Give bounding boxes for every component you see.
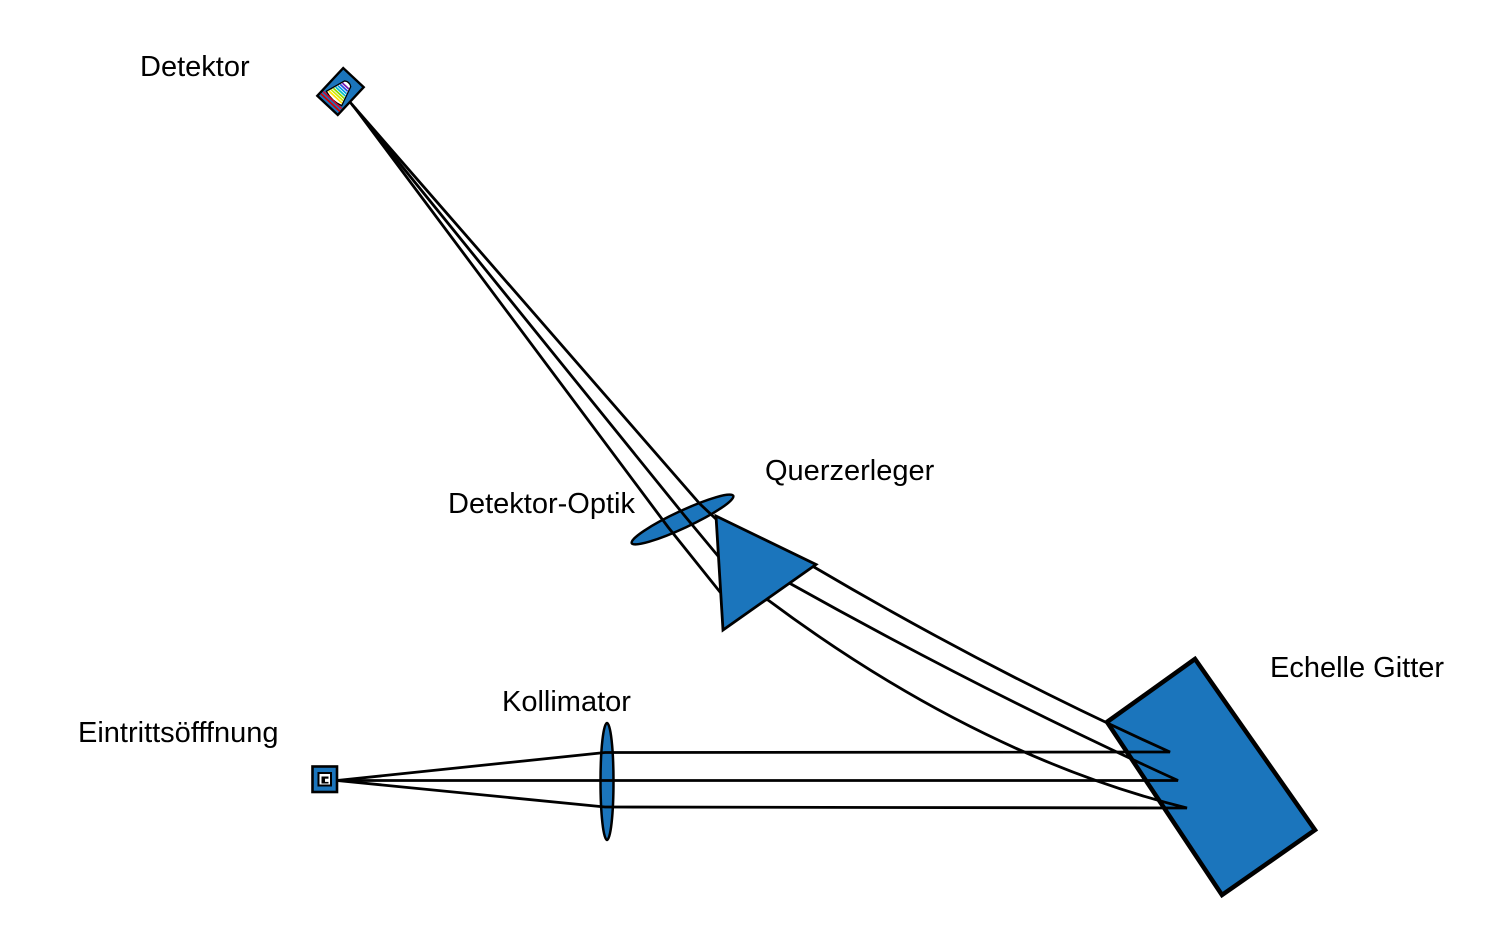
light-rays (336, 100, 1188, 810)
detector-optics-lens-shape (630, 493, 735, 546)
detector-shape (315, 66, 366, 117)
echelle-grating-shape (1103, 655, 1319, 899)
ray-top (336, 100, 1171, 782)
ray-middle (337, 103, 1179, 782)
spectrum-stripes (320, 82, 350, 112)
ray-bottom (336, 107, 1188, 810)
label-detektor-optik: Detektor-Optik (448, 488, 635, 520)
label-eintrittsoeffnung: Eintrittsöfffnung (78, 717, 279, 749)
label-querzerleger: Querzerleger (765, 455, 935, 487)
label-detektor: Detektor (140, 51, 250, 83)
entrance-aperture-shape (311, 765, 339, 794)
label-echelle-gitter: Echelle Gitter (1270, 652, 1445, 684)
label-kollimator: Kollimator (502, 686, 631, 718)
cross-disperser-prism-shape (714, 513, 819, 633)
